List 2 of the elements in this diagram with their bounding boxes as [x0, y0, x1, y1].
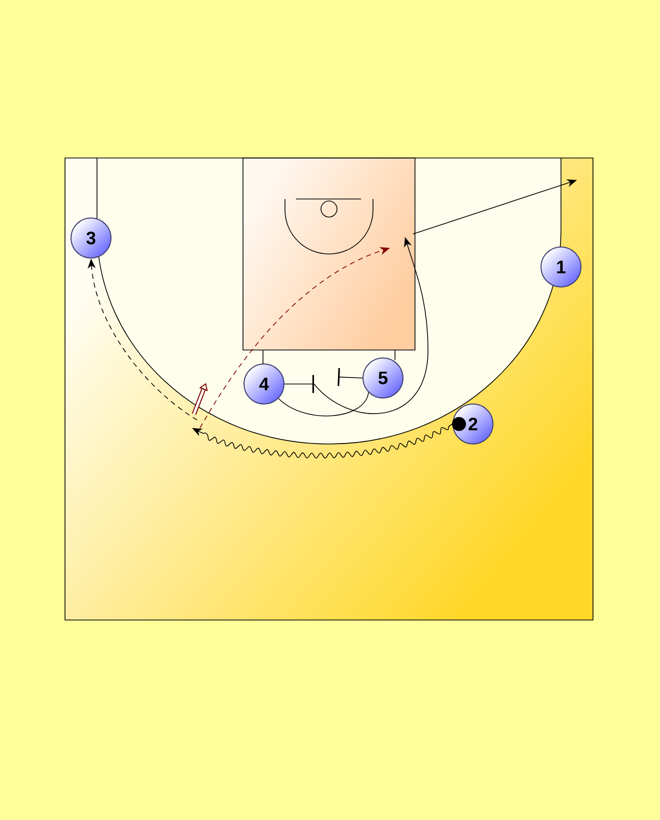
screen-line — [284, 375, 314, 393]
screen-line — [338, 368, 363, 386]
